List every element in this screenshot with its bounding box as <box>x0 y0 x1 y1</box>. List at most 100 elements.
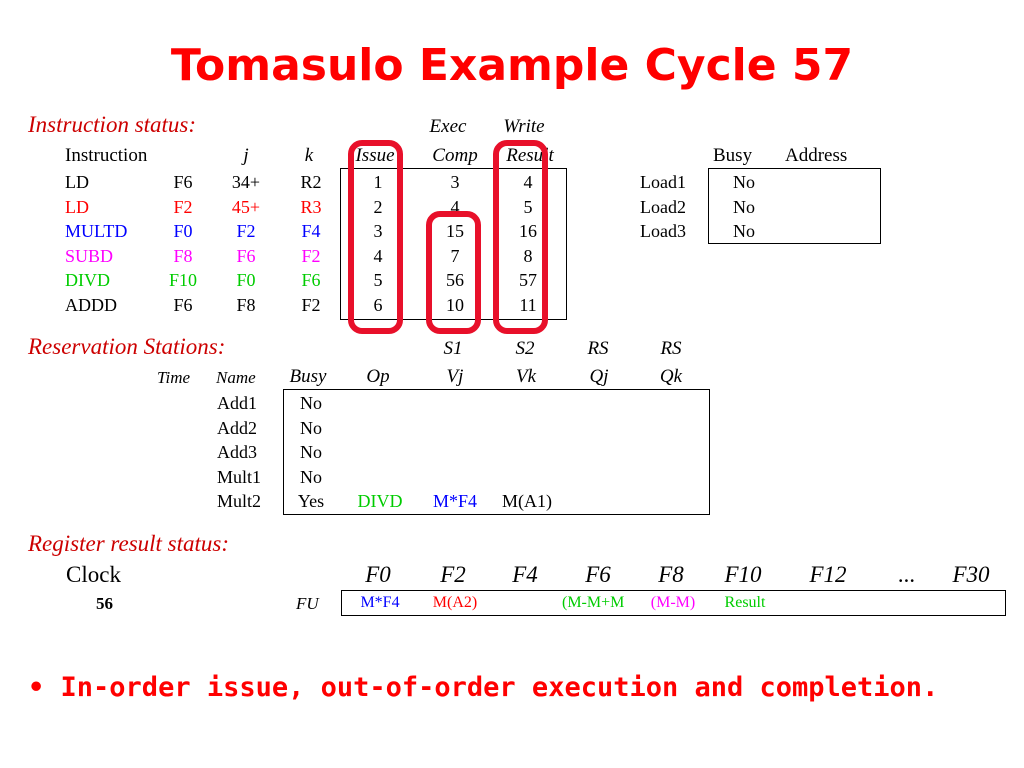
register-name: F2 <box>440 562 466 587</box>
comp-cycle: 56 <box>446 270 464 291</box>
instruction-dest: F8 <box>173 245 193 266</box>
issue-column-highlight <box>348 140 403 334</box>
instruction-op: LD <box>65 172 89 192</box>
busy-header: Busy <box>713 145 753 166</box>
result-cycle: 5 <box>523 196 533 217</box>
comp-cycle: 4 <box>450 196 460 217</box>
instruction-k: F2 <box>301 295 321 315</box>
instruction-header: Instruction <box>65 145 148 166</box>
instruction-dest: F6 <box>173 295 193 315</box>
register-status-label: Register result status: <box>28 531 230 556</box>
instruction-k: F4 <box>301 221 321 242</box>
instruction-status-label: Instruction status: <box>28 112 197 137</box>
j-header: j <box>243 145 249 166</box>
result-cycle: 16 <box>519 221 537 242</box>
exec-group-header: Exec <box>429 116 467 137</box>
register-name: F30 <box>952 562 990 587</box>
instruction-j: F0 <box>236 270 256 291</box>
instruction-dest: F0 <box>173 221 193 242</box>
instruction-op: LD <box>65 196 89 217</box>
issue-cycle: 1 <box>373 172 383 192</box>
rs-busy: No <box>300 466 322 487</box>
rs-busy: Yes <box>297 491 325 512</box>
write-group-header: Write <box>503 116 545 137</box>
qj-header: Qj <box>589 366 609 387</box>
rs-vj: M*F4 <box>432 491 478 512</box>
register-name: F12 <box>809 562 847 587</box>
instruction-k: F2 <box>301 245 321 266</box>
result-cycle: 8 <box>523 245 533 266</box>
rs-busy: No <box>300 442 322 463</box>
rs-vk: M(A1) <box>502 491 552 512</box>
reservation-stations-box <box>283 389 710 515</box>
issue-cycle: 5 <box>373 270 383 291</box>
issue-header: Issue <box>355 145 395 166</box>
register-name: F6 <box>585 562 611 587</box>
load-buffer-name: Load3 <box>640 221 686 242</box>
instruction-dest: F6 <box>173 172 193 192</box>
vj-header: Vj <box>446 366 464 387</box>
register-name: ... <box>898 562 916 587</box>
register-name: F4 <box>512 562 538 587</box>
instruction-dest: F10 <box>168 270 198 291</box>
instruction-k: R3 <box>300 196 322 217</box>
rs-name: Add1 <box>217 393 257 413</box>
load-buffer-box <box>708 168 881 244</box>
register-name: F10 <box>724 562 762 587</box>
fu-value: M(A2) <box>432 594 478 611</box>
load-buffer-busy: No <box>733 196 755 217</box>
time-header: Time <box>157 368 191 387</box>
result-cycle: 4 <box>523 172 533 192</box>
clock-value: 56 <box>96 594 113 613</box>
result-cycle: 11 <box>519 295 537 315</box>
instruction-j: 34+ <box>231 172 261 192</box>
register-name: F0 <box>365 562 391 587</box>
instruction-op: DIVD <box>65 270 110 291</box>
rs-busy: No <box>300 393 322 413</box>
bullet-text: In-order issue, out-of-order execution a… <box>60 672 939 703</box>
result-column-highlight <box>493 140 548 334</box>
issue-cycle: 2 <box>373 196 383 217</box>
reservation-stations-label: Reservation Stations: <box>28 334 226 359</box>
rs-busy: No <box>300 417 322 438</box>
s1-group-header: S1 <box>443 338 463 359</box>
comp-cycle: 3 <box>450 172 460 192</box>
comp-cycle: 7 <box>450 245 460 266</box>
comp-cycle: 15 <box>446 221 464 242</box>
issue-cycle: 4 <box>373 245 383 266</box>
busy-rs-header: Busy <box>289 366 327 387</box>
k-header: k <box>304 145 314 166</box>
rs-name: Mult2 <box>217 491 262 512</box>
instruction-op: ADDD <box>65 295 117 315</box>
rs-op: DIVD <box>357 491 403 512</box>
instruction-j: F2 <box>236 221 256 242</box>
comp-column-highlight <box>426 211 481 334</box>
op-header: Op <box>366 366 390 387</box>
vk-header: Vk <box>515 366 537 387</box>
rs-name: Add2 <box>217 417 257 438</box>
result-cycle: 57 <box>519 270 537 291</box>
instruction-status-box <box>340 168 567 320</box>
issue-cycle: 6 <box>373 295 383 315</box>
instruction-j: 45+ <box>231 196 261 217</box>
rs-name: Mult1 <box>217 466 262 487</box>
s2-group-header: S2 <box>515 338 535 359</box>
page-title: Tomasulo Example Cycle 57 <box>170 40 854 91</box>
fu-value: M*F4 <box>360 594 400 611</box>
load-buffer-busy: No <box>733 221 755 242</box>
fu-value: (M-M) <box>650 594 696 611</box>
register-status-box <box>341 590 1006 616</box>
fu-value: (M-M+M <box>562 594 625 611</box>
instruction-k: F6 <box>301 270 321 291</box>
bullet-symbol: • <box>28 672 45 703</box>
register-name: F8 <box>658 562 684 587</box>
address-header: Address <box>785 145 848 166</box>
fu-label: FU <box>296 594 319 613</box>
load-buffer-busy: No <box>733 172 755 192</box>
comp-header: Comp <box>432 145 478 166</box>
comp-cycle: 10 <box>446 295 464 315</box>
fu-value: Result <box>724 594 766 611</box>
instruction-op: SUBD <box>65 245 114 266</box>
clock-label: Clock <box>66 562 121 587</box>
rs-name: Add3 <box>217 442 257 463</box>
